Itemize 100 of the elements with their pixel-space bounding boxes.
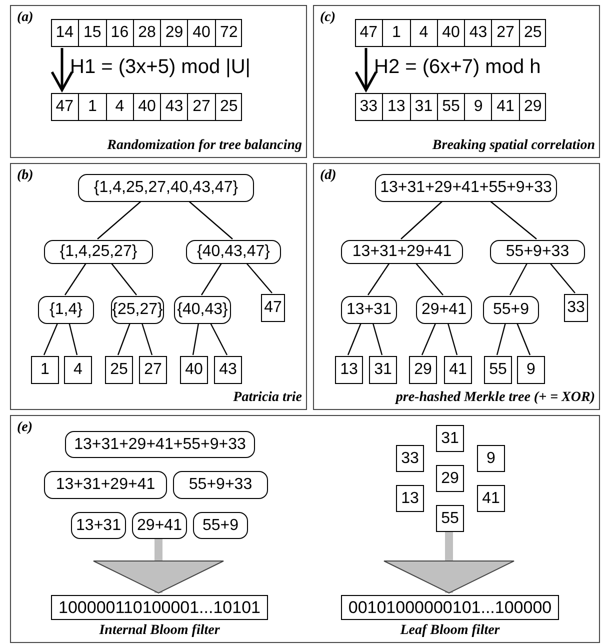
value-array — [355, 93, 546, 121]
array-cell: 14 — [51, 19, 78, 47]
tree-edge — [415, 262, 444, 296]
leaf-node: 55 — [436, 505, 464, 532]
filter-caption: Internal Bloom filter — [98, 623, 221, 639]
tree-edge — [490, 200, 537, 240]
array-cell: 29 — [518, 93, 546, 121]
leaf-node: 43 — [214, 356, 242, 384]
array-cell: 4 — [106, 93, 133, 121]
panel-caption: pre-hashed Merkle tree (+ = XOR) — [396, 390, 595, 406]
tree-node: 13+31+29+41+55+9+33 — [375, 174, 557, 202]
tree-node: {25,27} — [111, 296, 164, 324]
panel-label: (c) — [320, 10, 336, 26]
figure-panel — [313, 5, 600, 158]
tree-edge — [97, 200, 142, 240]
tree-edge — [447, 322, 458, 356]
array-cell: 27 — [491, 19, 519, 47]
array-cell: 1 — [382, 19, 410, 47]
leaf-node: 9 — [517, 356, 545, 384]
tree-node: 13+31 — [341, 296, 397, 324]
tree-edge — [246, 262, 272, 294]
leaf-node: 9 — [477, 445, 505, 472]
array-cell: 40 — [132, 93, 160, 121]
array-cell: 31 — [410, 93, 437, 121]
tree-node: 29+41 — [132, 512, 187, 539]
leaf-node: 31 — [369, 356, 397, 384]
array-cell: 43 — [464, 19, 492, 47]
tree-node: 55+9+33 — [490, 240, 585, 264]
tree-edge — [509, 262, 528, 296]
array-cell: 47 — [51, 93, 78, 121]
tree-edge — [421, 322, 436, 356]
leaf-node: 40 — [180, 356, 208, 384]
tree-edge — [400, 200, 443, 240]
tree-edge — [192, 322, 200, 356]
formula-label: H1 = (3x+5) mod |U| — [70, 56, 250, 79]
leaf-node: 33 — [396, 445, 424, 472]
leaf-node: 13 — [396, 485, 424, 512]
tree-edge — [368, 262, 390, 296]
leaf-node: 41 — [444, 356, 472, 384]
tree-edge — [550, 262, 576, 294]
figure-panel — [10, 163, 307, 410]
tree-edge — [188, 200, 233, 240]
tree-node: {1,4,25,27,40,43,47} — [78, 174, 254, 202]
panel-caption: Randomization for tree balancing — [107, 138, 302, 154]
tree-edge — [68, 322, 78, 356]
value-array — [51, 19, 242, 47]
array-cell: 41 — [491, 93, 519, 121]
arrow — [354, 48, 378, 92]
array-cell: 43 — [160, 93, 188, 121]
tree-node: 55+9+33 — [173, 471, 268, 499]
filter-caption: Leaf Bloom filter — [399, 623, 501, 639]
leaf-node: 27 — [139, 356, 167, 384]
leaf-node: 47 — [261, 294, 285, 322]
leaf-node: 4 — [64, 356, 92, 384]
tree-node: {1,4,25,27} — [44, 240, 153, 264]
tree-node: 13+31+29+41 — [44, 471, 167, 499]
array-cell: 16 — [106, 19, 133, 47]
panel-label: (d) — [320, 168, 336, 184]
array-cell: 28 — [132, 19, 160, 47]
panel-label: (b) — [17, 168, 34, 184]
array-cell: 13 — [382, 93, 410, 121]
leaf-node: 29 — [409, 356, 437, 384]
array-cell: 25 — [214, 93, 242, 121]
leaf-node: 29 — [436, 465, 464, 492]
leaf-node: 25 — [105, 356, 133, 384]
leaf-node: 33 — [564, 294, 588, 322]
tree-edge — [496, 322, 506, 356]
array-cell: 40 — [187, 19, 215, 47]
tree-node: {40,43,47} — [186, 240, 281, 264]
array-cell: 27 — [187, 93, 215, 121]
value-array — [355, 19, 546, 47]
panel-label: (a) — [17, 10, 34, 26]
panel-caption: Breaking spatial correlation — [432, 138, 595, 154]
tree-edge — [210, 322, 228, 356]
panel-caption: Patricia trie — [233, 390, 302, 406]
block-arrow — [384, 532, 514, 594]
array-cell: 72 — [214, 19, 242, 47]
panel-label: (e) — [17, 420, 33, 436]
leaf-node: 13 — [335, 356, 363, 384]
tree-edge — [141, 322, 153, 356]
array-cell: 29 — [160, 19, 188, 47]
leaf-node: 1 — [31, 356, 59, 384]
figure-panel — [10, 5, 307, 158]
array-cell: 33 — [355, 93, 382, 121]
array-cell: 4 — [410, 19, 437, 47]
array-cell: 9 — [464, 93, 492, 121]
formula-label: H2 = (6x+7) mod h — [374, 56, 541, 79]
tree-edge — [64, 262, 87, 296]
tree-node: 55+9 — [193, 512, 248, 539]
array-cell: 47 — [355, 19, 382, 47]
leaf-node: 41 — [477, 485, 505, 512]
tree-edge — [117, 322, 131, 356]
tree-node: 13+31+29+41 — [341, 240, 463, 264]
value-array — [51, 93, 242, 121]
tree-node: {1,4} — [38, 296, 94, 324]
array-cell: 25 — [518, 19, 546, 47]
bit-array: 100000110100001...10101 — [51, 595, 268, 620]
figure-panel — [313, 163, 600, 410]
leaf-node: 31 — [436, 425, 464, 452]
figure-panel — [10, 415, 600, 643]
